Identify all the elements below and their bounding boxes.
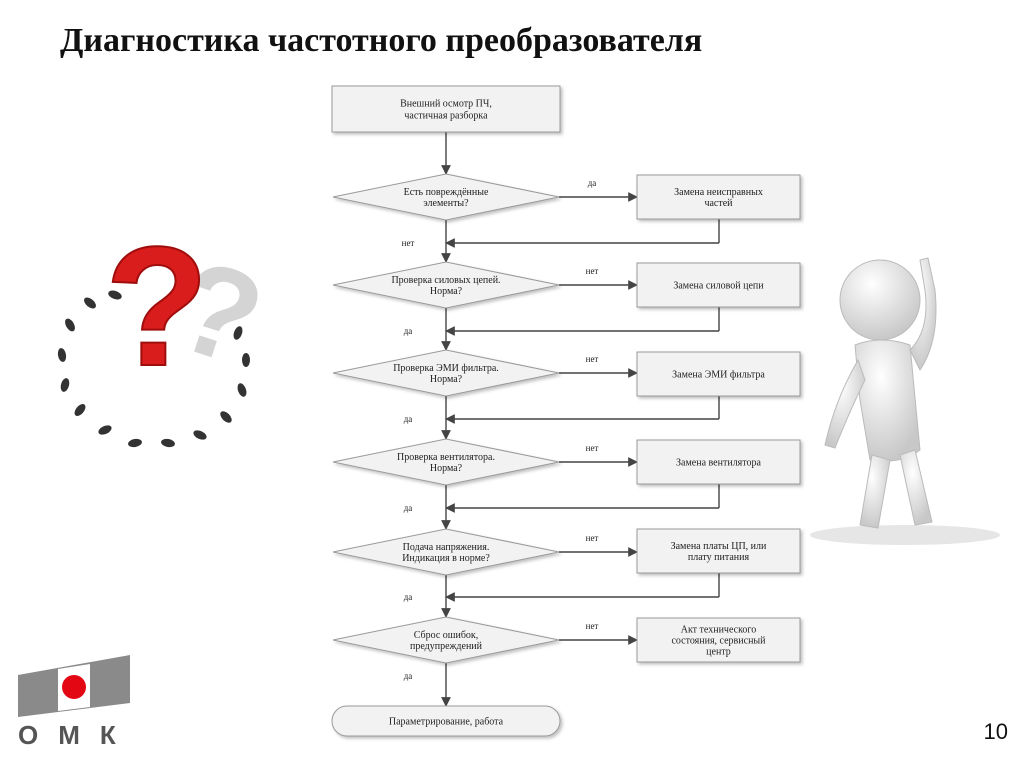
logo-text: ОМК xyxy=(18,720,136,750)
decision-3-label: Проверка ЭМИ фильтра.Норма? xyxy=(393,363,499,385)
decision-6-label: Сброс ошибок,предупреждений xyxy=(410,630,483,652)
decision-6 xyxy=(332,616,560,664)
action-box-3-label: Замена ЭМИ фильтра xyxy=(672,370,765,381)
branch-label-5: нет xyxy=(586,533,599,543)
question-mark-footprints-icon: ? ? xyxy=(57,215,270,448)
action-box-6 xyxy=(636,617,801,663)
omk-logo-icon xyxy=(18,655,130,717)
decision-5-label: Подача напряжения.Индикация в норме? xyxy=(402,542,490,564)
action-box-2 xyxy=(636,262,801,308)
decision-2 xyxy=(332,261,560,309)
continue-label-6: да xyxy=(404,671,413,681)
decision-4-label: Проверка вентилятора.Норма? xyxy=(397,452,495,474)
action-box-2-label: Замена силовой цепи xyxy=(673,281,764,292)
action-box-5 xyxy=(636,528,801,574)
branch-label-6: нет xyxy=(586,621,599,631)
continue-label-5: да xyxy=(404,592,413,602)
decision-3 xyxy=(332,349,560,397)
page-number: 10 xyxy=(983,719,1008,744)
start-box xyxy=(331,85,561,133)
decision-2-label: Проверка силовых цепей.Норма? xyxy=(391,275,500,297)
action-box-4-label: Замена вентилятора xyxy=(676,458,762,469)
continue-label-2: да xyxy=(404,326,413,336)
continue-label-3: да xyxy=(404,414,413,424)
action-box-1 xyxy=(636,174,801,220)
end-terminator xyxy=(331,705,561,737)
branch-label-1: да xyxy=(588,178,597,188)
branch-label-4: нет xyxy=(586,443,599,453)
end-terminator-label: Параметрирование, работа xyxy=(389,717,504,728)
thinking-figure-icon xyxy=(810,257,1000,545)
branch-label-2: нет xyxy=(586,266,599,276)
action-box-3 xyxy=(636,351,801,397)
continue-label-4: да xyxy=(404,503,413,513)
decision-1 xyxy=(332,173,560,221)
decision-5 xyxy=(332,528,560,576)
branch-label-3: нет xyxy=(586,354,599,364)
svg-text:?: ? xyxy=(105,215,209,402)
decision-4 xyxy=(332,438,560,486)
start-box-label: Внешний осмотр ПЧ,частичная разборка xyxy=(400,99,492,122)
action-box-4 xyxy=(636,439,801,485)
slide-title: Диагностика частотного преобразователя xyxy=(60,22,703,59)
continue-label-1: нет xyxy=(402,238,415,248)
